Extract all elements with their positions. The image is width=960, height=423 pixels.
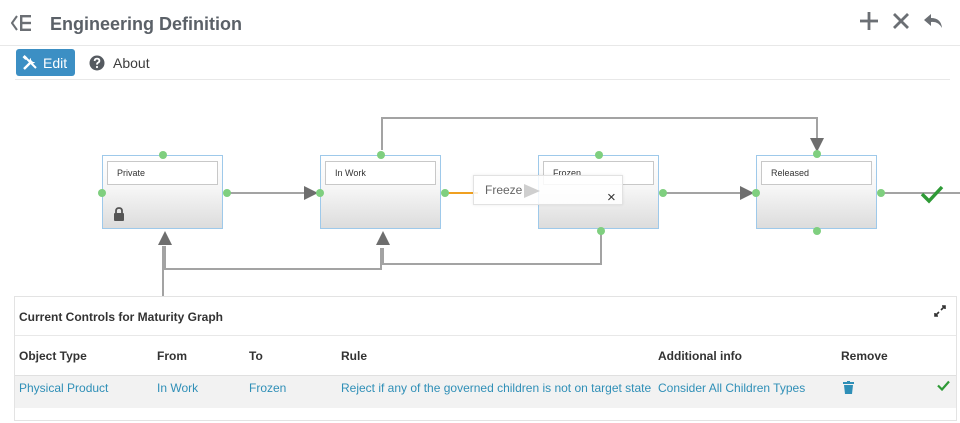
cell-from[interactable]: In Work bbox=[157, 381, 199, 395]
expand-icon[interactable] bbox=[933, 304, 947, 318]
question-circle-icon bbox=[89, 55, 105, 70]
state-name-in-work[interactable]: In Work bbox=[325, 161, 436, 185]
state-node-released[interactable]: Released bbox=[756, 155, 877, 229]
port-inwork-left[interactable] bbox=[316, 189, 324, 197]
cell-rule[interactable]: Reject if any of the governed children i… bbox=[341, 381, 652, 395]
transition-label-text[interactable]: Freeze bbox=[485, 183, 523, 197]
port-private-left[interactable] bbox=[98, 189, 106, 197]
port-private-right[interactable] bbox=[223, 189, 231, 197]
table-header: Object Type From To Rule Additional info… bbox=[15, 335, 956, 375]
state-node-private[interactable]: Private bbox=[102, 155, 223, 229]
port-released-top[interactable] bbox=[813, 150, 821, 158]
port-released-right[interactable] bbox=[877, 189, 885, 197]
port-released-left[interactable] bbox=[752, 189, 760, 197]
cell-object-type[interactable]: Physical Product bbox=[19, 381, 109, 395]
state-name-private[interactable]: Private bbox=[107, 161, 218, 185]
arrowhead-frozen-to-inwork bbox=[376, 231, 390, 245]
about-button-label: About bbox=[113, 54, 150, 71]
lock-icon bbox=[114, 207, 124, 221]
cell-to[interactable]: Frozen bbox=[249, 381, 287, 395]
port-frozen-top[interactable] bbox=[595, 151, 603, 159]
transition-label-freeze[interactable]: Freeze × bbox=[473, 175, 623, 205]
connector-inwork-to-private bbox=[164, 246, 382, 270]
plus-icon[interactable] bbox=[858, 10, 880, 32]
graph-connectors bbox=[158, 117, 960, 296]
close-icon[interactable] bbox=[890, 10, 912, 32]
cell-additional-info[interactable]: Consider All Children Types bbox=[658, 381, 806, 395]
column-header-to[interactable]: To bbox=[249, 349, 263, 363]
column-header-object-type[interactable]: Object Type bbox=[19, 349, 87, 363]
transition-arrowhead bbox=[524, 184, 540, 198]
table-row[interactable]: Physical Product In Work Frozen Reject i… bbox=[15, 375, 956, 408]
column-header-remove[interactable]: Remove bbox=[841, 349, 888, 363]
arrowhead-frozen-to-released bbox=[740, 186, 754, 200]
arrowhead-inwork-to-released bbox=[810, 138, 824, 152]
page-title: Engineering Definition bbox=[50, 14, 242, 34]
column-header-from[interactable]: From bbox=[157, 349, 187, 363]
check-icon bbox=[920, 185, 944, 204]
connector-inwork-to-released bbox=[381, 117, 818, 150]
port-private-top[interactable] bbox=[159, 151, 167, 159]
about-button[interactable]: About bbox=[89, 49, 150, 76]
arrowhead-inwork-to-private bbox=[158, 231, 172, 245]
reply-icon[interactable] bbox=[922, 10, 944, 32]
row-status-check-icon bbox=[937, 380, 950, 391]
column-header-additional-info[interactable]: Additional info bbox=[658, 349, 742, 363]
edit-button-label: Edit bbox=[43, 54, 68, 71]
port-frozen-bottom[interactable] bbox=[597, 227, 605, 235]
trash-icon[interactable] bbox=[843, 381, 854, 394]
edit-button[interactable]: Edit bbox=[16, 49, 75, 76]
transition-remove-close-icon[interactable]: × bbox=[607, 189, 616, 206]
port-inwork-right[interactable] bbox=[441, 189, 449, 197]
tools-icon bbox=[22, 54, 37, 70]
port-frozen-right[interactable] bbox=[659, 189, 667, 197]
port-inwork-top[interactable] bbox=[377, 151, 385, 159]
collapse-panel-icon[interactable] bbox=[11, 12, 33, 34]
connector-frozen-to-inwork bbox=[382, 233, 602, 265]
controls-panel: Current Controls for Maturity Graph Obje… bbox=[14, 296, 957, 421]
controls-title: Current Controls for Maturity Graph bbox=[19, 310, 224, 324]
app-header: Engineering Definition bbox=[0, 0, 960, 46]
state-node-in-work[interactable]: In Work bbox=[320, 155, 441, 229]
toolbar: Edit About bbox=[15, 47, 950, 80]
column-header-rule[interactable]: Rule bbox=[341, 349, 368, 363]
state-name-released[interactable]: Released bbox=[761, 161, 872, 185]
arrowhead-private-to-inwork bbox=[304, 186, 318, 200]
port-released-bottom[interactable] bbox=[813, 227, 821, 235]
maturity-graph: Private In Work Frozen Released Freeze × bbox=[0, 80, 960, 296]
